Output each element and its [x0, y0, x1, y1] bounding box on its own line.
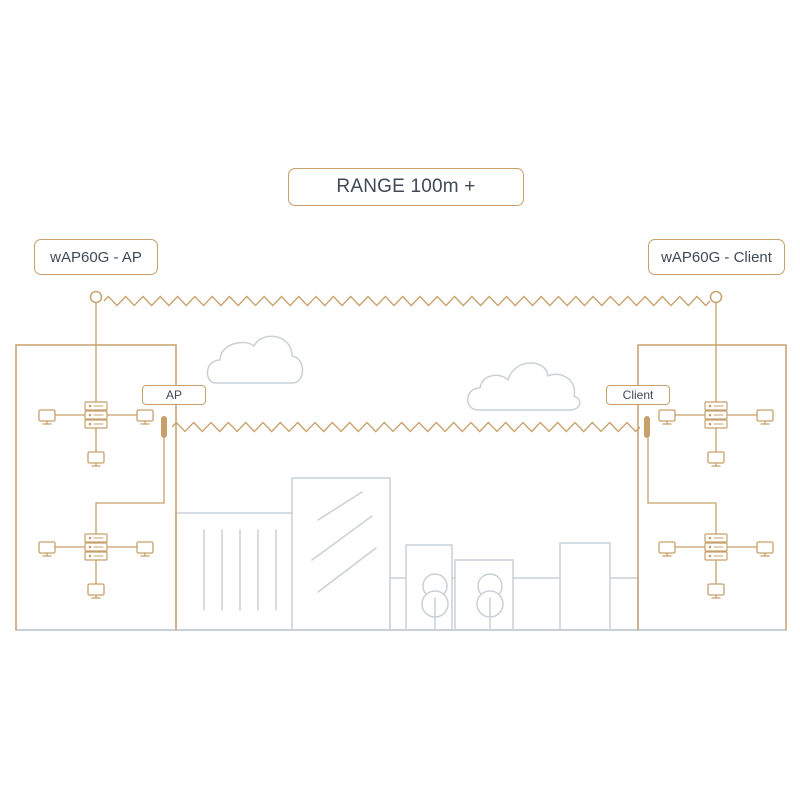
antenna-icon: [709, 290, 723, 304]
monitor-screen: [756, 409, 774, 422]
switch-led: [88, 554, 92, 558]
lan-networks: [38, 401, 774, 599]
antenna-icon: [644, 416, 650, 438]
switch-icon: [84, 401, 108, 429]
monitor-screen: [136, 541, 154, 554]
ap-antenna-label: AP: [142, 385, 206, 405]
switch-led: [708, 422, 712, 426]
range-label: RANGE 100m +: [288, 168, 524, 206]
lan-cluster: [658, 401, 774, 467]
city-scenery: [15, 335, 787, 631]
monitor-screen: [658, 409, 676, 422]
switch-led: [708, 413, 712, 417]
glass-reflection: [317, 547, 377, 593]
switch-led: [88, 404, 92, 408]
building: [175, 512, 297, 631]
building: [559, 542, 611, 631]
switch-led: [708, 536, 712, 540]
switch-icon: [84, 533, 108, 561]
monitor-icon: [707, 451, 725, 467]
glass-reflection: [311, 515, 373, 561]
lan-cable: [95, 438, 165, 536]
monitor-icon: [87, 451, 105, 467]
switch-led: [88, 536, 92, 540]
monitor-screen: [136, 409, 154, 422]
ap-device-label: wAP60G - AP: [34, 239, 158, 275]
long-range-link: [103, 295, 711, 307]
switch-led: [708, 404, 712, 408]
monitor-icon: [38, 409, 56, 425]
monitor-screen: [707, 583, 725, 596]
switch-led: [708, 545, 712, 549]
monitor-icon: [707, 583, 725, 599]
monitor-icon: [658, 541, 676, 557]
switch-icon: [704, 533, 728, 561]
switch-icon: [704, 401, 728, 429]
building-link: [171, 421, 641, 433]
monitor-icon: [756, 541, 774, 557]
lan-cluster: [658, 533, 774, 599]
glass-reflection: [317, 491, 363, 521]
monitor-icon: [136, 409, 154, 425]
monitor-icon: [756, 409, 774, 425]
switch-led: [88, 422, 92, 426]
monitor-screen: [707, 451, 725, 464]
switch-led: [88, 545, 92, 549]
wireless-links: [89, 290, 723, 438]
switch-led: [88, 413, 92, 417]
monitor-screen: [87, 583, 105, 596]
monitor-screen: [38, 409, 56, 422]
client-antenna-label: Client: [606, 385, 670, 405]
client-building: [637, 344, 787, 630]
monitor-screen: [756, 541, 774, 554]
monitor-icon: [658, 409, 676, 425]
client-device-label: wAP60G - Client: [648, 239, 785, 275]
lan-cable: [647, 438, 717, 536]
lan-cluster: [38, 401, 154, 467]
monitor-screen: [38, 541, 56, 554]
cloud-icon: [467, 362, 581, 411]
tree-icon: [421, 573, 449, 631]
cloud-icon: [206, 335, 304, 384]
monitor-screen: [87, 451, 105, 464]
antenna-icon: [89, 290, 103, 304]
monitor-icon: [136, 541, 154, 557]
monitor-screen: [658, 541, 676, 554]
building: [291, 477, 391, 631]
switch-led: [708, 554, 712, 558]
tree-icon: [476, 573, 504, 631]
lan-cluster: [38, 533, 154, 599]
monitor-icon: [87, 583, 105, 599]
antenna-icon: [161, 416, 167, 438]
monitor-icon: [38, 541, 56, 557]
